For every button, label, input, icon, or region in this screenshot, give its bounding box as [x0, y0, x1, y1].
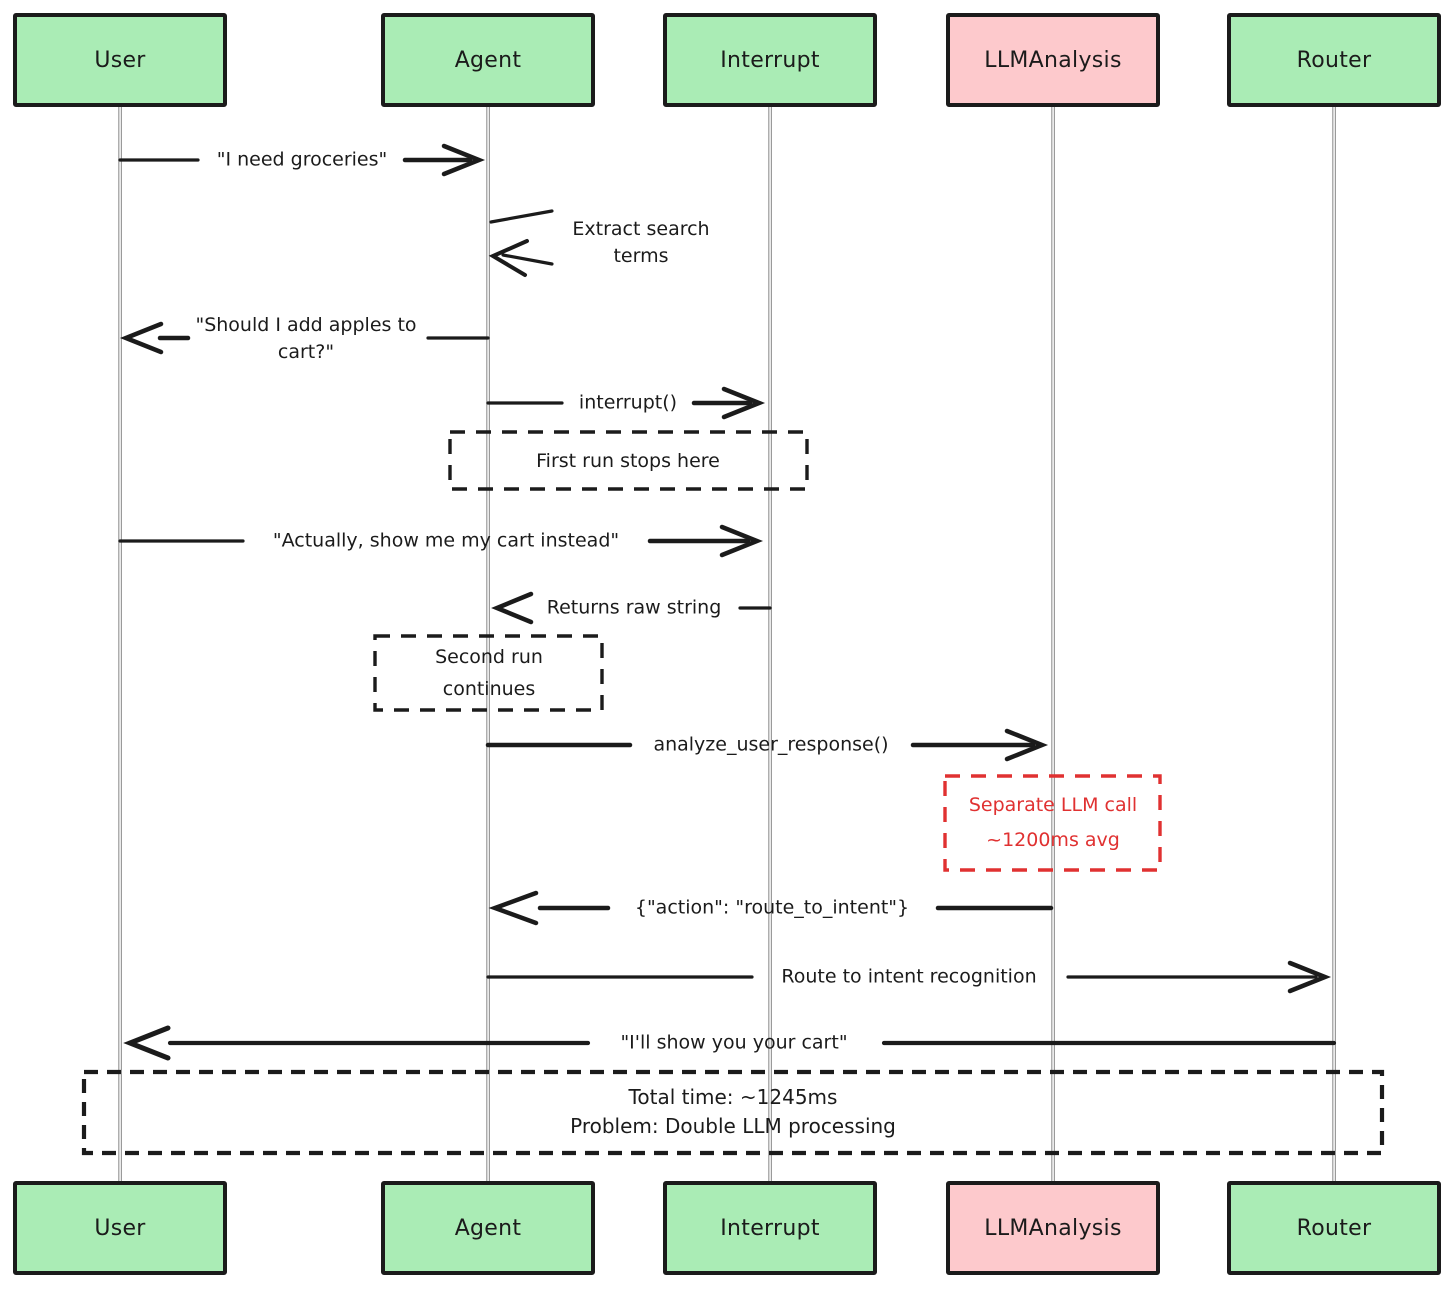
actor-box-llmanalysis-top: LLMAnalysis: [946, 13, 1160, 107]
actor-label: Agent: [454, 1215, 522, 1241]
actor-label: Agent: [454, 47, 522, 73]
message-label-interrupt-call: interrupt(): [578, 391, 678, 414]
note-line: Separate LLM call: [968, 794, 1138, 816]
note-separate-llm-call: Separate LLM call ~1200ms avg: [969, 788, 1137, 858]
arrowhead-right-icon: [719, 524, 764, 558]
note-line: Problem: Double LLM processing: [570, 1114, 896, 1138]
note-line: Second run: [435, 646, 543, 668]
actor-box-interrupt-top: Interrupt: [663, 13, 877, 107]
actor-label: Interrupt: [720, 1215, 820, 1241]
arrowhead-right-icon: [1004, 728, 1049, 762]
note-borders: [81, 430, 1385, 1156]
actor-label: LLMAnalysis: [984, 1215, 1122, 1241]
note-line: continues: [442, 678, 536, 700]
actor-label: User: [94, 47, 146, 73]
arrowhead-right-icon: [441, 143, 486, 177]
arrowhead-left-icon: [119, 321, 164, 355]
message-label-should-i-add-apples: "Should I add apples to cart?": [195, 314, 417, 363]
lifelines: [118, 107, 1337, 1181]
actor-box-router-top: Router: [1227, 13, 1441, 107]
actor-box-user-top: User: [13, 13, 227, 107]
self-arrow-bottom: [501, 253, 554, 266]
actor-box-interrupt-bottom: Interrupt: [663, 1181, 877, 1275]
self-arrow-top: [489, 209, 554, 224]
note-second-run-continues: Second run continues: [435, 641, 543, 705]
message-label-returns-raw-string: Returns raw string: [546, 596, 722, 619]
actor-label: Interrupt: [720, 47, 820, 73]
actor-label: Router: [1296, 1215, 1372, 1241]
note-total-time-summary: Total time: ~1245ms Problem: Double LLM …: [570, 1083, 896, 1141]
actor-box-user-bottom: User: [13, 1181, 227, 1275]
message-label-analyze-user-response: analyze_user_response(): [653, 733, 889, 756]
message-label-show-my-cart: "Actually, show me my cart instead": [272, 529, 620, 552]
actor-label: Router: [1296, 47, 1372, 73]
note-first-run-stops-here: First run stops here: [536, 445, 720, 477]
arrowhead-left-icon: [488, 890, 539, 926]
note-line: ~1200ms avg: [986, 829, 1120, 851]
message-label-route-to-intent-recognition: Route to intent recognition: [781, 965, 1037, 988]
note-line: Total time: ~1245ms: [628, 1085, 838, 1109]
message-label-action-route-to-intent: {"action": "route_to_intent"}: [634, 896, 910, 919]
actor-label: LLMAnalysis: [984, 47, 1122, 73]
actor-box-llmanalysis-bottom: LLMAnalysis: [946, 1181, 1160, 1275]
actor-box-router-bottom: Router: [1227, 1181, 1441, 1275]
actor-label: User: [94, 1215, 146, 1241]
arrowhead-left-icon: [123, 1025, 171, 1061]
arrowhead-right-icon: [1287, 960, 1332, 994]
note-border-llm-call: [943, 774, 1162, 872]
note-border-second-run: [373, 634, 604, 712]
message-label-extract-search-terms: Extract search terms: [572, 218, 710, 267]
arrowhead-left-icon: [488, 239, 529, 277]
arrowhead-right-icon: [721, 386, 766, 420]
note-line: First run stops here: [536, 450, 720, 472]
message-arrows: [118, 143, 1337, 1061]
message-label-i-need-groceries: "I need groceries": [216, 148, 388, 171]
message-label-ill-show-you-your-cart: "I'll show you your cart": [620, 1031, 848, 1054]
note-border-summary: [81, 1069, 1385, 1156]
actor-box-agent-bottom: Agent: [381, 1181, 595, 1275]
arrowhead-left-icon: [491, 591, 534, 625]
actor-box-agent-top: Agent: [381, 13, 595, 107]
